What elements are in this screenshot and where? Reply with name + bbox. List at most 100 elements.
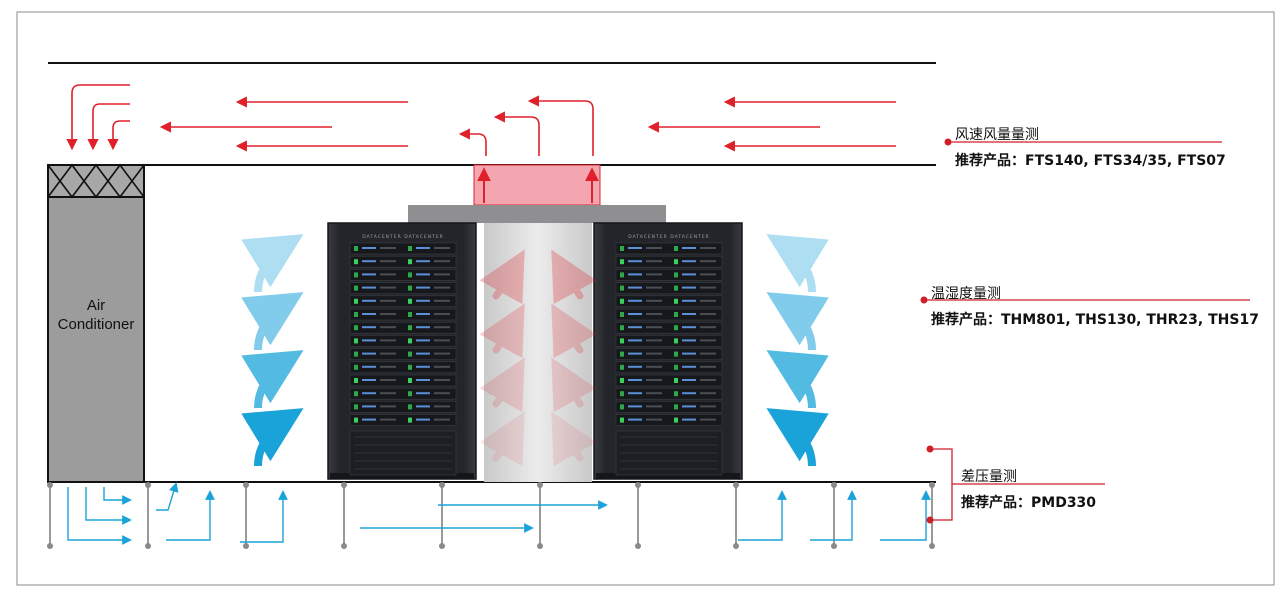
- server-led: [620, 298, 624, 304]
- air-conditioner-unit: [47, 163, 145, 483]
- server-drive-bay: [362, 273, 376, 276]
- server-vent: [700, 260, 716, 263]
- server-vent: [646, 326, 662, 329]
- hot-aisle: [484, 223, 592, 482]
- server-unit: [349, 348, 457, 360]
- cold-airflow-arrow: [766, 408, 829, 467]
- cold-airflow-arrow: [766, 292, 829, 351]
- server-vent: [700, 405, 716, 408]
- hot-airflow-arrow: [479, 411, 525, 467]
- server-vent: [646, 286, 662, 289]
- cold-airflow-arrow: [156, 482, 179, 511]
- cold-airflow-arrow: [241, 408, 304, 467]
- hot-aisle-rising-arrows: [479, 249, 597, 467]
- server-vent: [380, 260, 396, 263]
- server-led: [674, 312, 678, 317]
- server-drive-bay: [682, 379, 696, 381]
- server-led: [354, 378, 358, 383]
- server-drive-bay: [682, 392, 696, 395]
- server-unit: [349, 401, 457, 413]
- server-unit: [615, 269, 723, 281]
- cold-airflow-arrow: [241, 234, 304, 293]
- server-drive-bay: [682, 405, 696, 408]
- server-vent: [646, 352, 662, 355]
- server-vent: [434, 326, 450, 329]
- server-led: [408, 404, 412, 410]
- cold-airflow-arrow: [810, 490, 857, 541]
- floor-post-top: [243, 482, 249, 488]
- server-vent: [700, 273, 716, 276]
- server-led: [674, 364, 678, 370]
- server-vent: [380, 379, 396, 381]
- server-drive-bay: [416, 299, 430, 302]
- server-vent: [380, 339, 396, 342]
- callout-airflow-line: [944, 138, 1222, 146]
- server-vent: [700, 326, 716, 329]
- air-conditioner-label: Air Conditioner: [48, 296, 144, 334]
- server-drive-bay: [628, 379, 642, 381]
- server-drive-bay: [628, 392, 642, 395]
- server-unit: [615, 321, 723, 334]
- server-drive-bay: [416, 260, 430, 263]
- rack-brand-label: DATACENTER DATACENTER: [628, 234, 710, 240]
- server-unit: [349, 321, 457, 334]
- server-drive-bay: [362, 405, 376, 408]
- airflow-recommended-products: 推荐产品：FTS140, FTS34/35, FTS07: [955, 153, 1226, 169]
- server-led: [674, 338, 678, 344]
- server-drive-bay: [682, 418, 696, 421]
- cold-air-supply-arcs: [241, 234, 829, 467]
- server-unit: [349, 295, 457, 308]
- ac-label-line2: Conditioner: [57, 316, 135, 333]
- hot-airflow-arrow: [479, 303, 525, 359]
- temp-humidity-recommended-products: 推荐产品：THM801, THS130, THR23, THS17: [931, 312, 1259, 328]
- server-drive-bay: [362, 379, 376, 381]
- server-led: [408, 338, 412, 344]
- server-drive-bay: [362, 286, 376, 289]
- server-drive-bay: [628, 247, 642, 249]
- server-vent: [646, 339, 662, 342]
- server-unit: [615, 414, 723, 426]
- server-vent: [380, 247, 396, 249]
- server-vent: [380, 405, 396, 408]
- server-led: [408, 246, 412, 251]
- floor-post-foot: [635, 543, 641, 549]
- server-vent: [700, 313, 716, 315]
- server-led: [408, 298, 412, 304]
- floor-post-foot: [831, 543, 837, 549]
- server-vent: [434, 379, 450, 381]
- server-drive-bay: [628, 365, 642, 368]
- server-led: [620, 378, 624, 383]
- cold-airflow-arrow: [166, 490, 215, 541]
- server-drive-bay: [682, 352, 696, 355]
- server-vent: [646, 260, 662, 263]
- server-vent: [700, 418, 716, 421]
- server-drive-bay: [362, 260, 376, 263]
- server-drive-bay: [682, 260, 696, 263]
- hot-airflow-arrow: [551, 249, 597, 305]
- server-drive-bay: [362, 365, 376, 368]
- server-vent: [434, 273, 450, 276]
- callout-temp-humidity-line: [920, 296, 1250, 304]
- floor-post-foot: [733, 543, 739, 549]
- server-unit: [615, 255, 723, 268]
- server-vent: [646, 299, 662, 302]
- floor-post-foot: [439, 543, 445, 549]
- server-unit: [349, 361, 457, 374]
- server-led: [620, 246, 624, 251]
- server-vent: [646, 379, 662, 381]
- hot-airflow-arrow: [107, 120, 130, 151]
- floor-post-top: [929, 482, 935, 488]
- server-unit: [349, 255, 457, 268]
- floor-post-top: [341, 482, 347, 488]
- server-vent: [700, 365, 716, 368]
- floor-post-foot: [243, 543, 249, 549]
- server-led: [674, 378, 678, 383]
- floor-post-top: [537, 482, 543, 488]
- cold-airflow-arrow: [766, 350, 829, 409]
- server-vent: [646, 418, 662, 421]
- server-drive-bay: [416, 379, 430, 381]
- server-drive-bay: [416, 273, 430, 276]
- server-led: [408, 259, 412, 265]
- server-drive-bay: [416, 352, 430, 355]
- server-led: [354, 272, 358, 278]
